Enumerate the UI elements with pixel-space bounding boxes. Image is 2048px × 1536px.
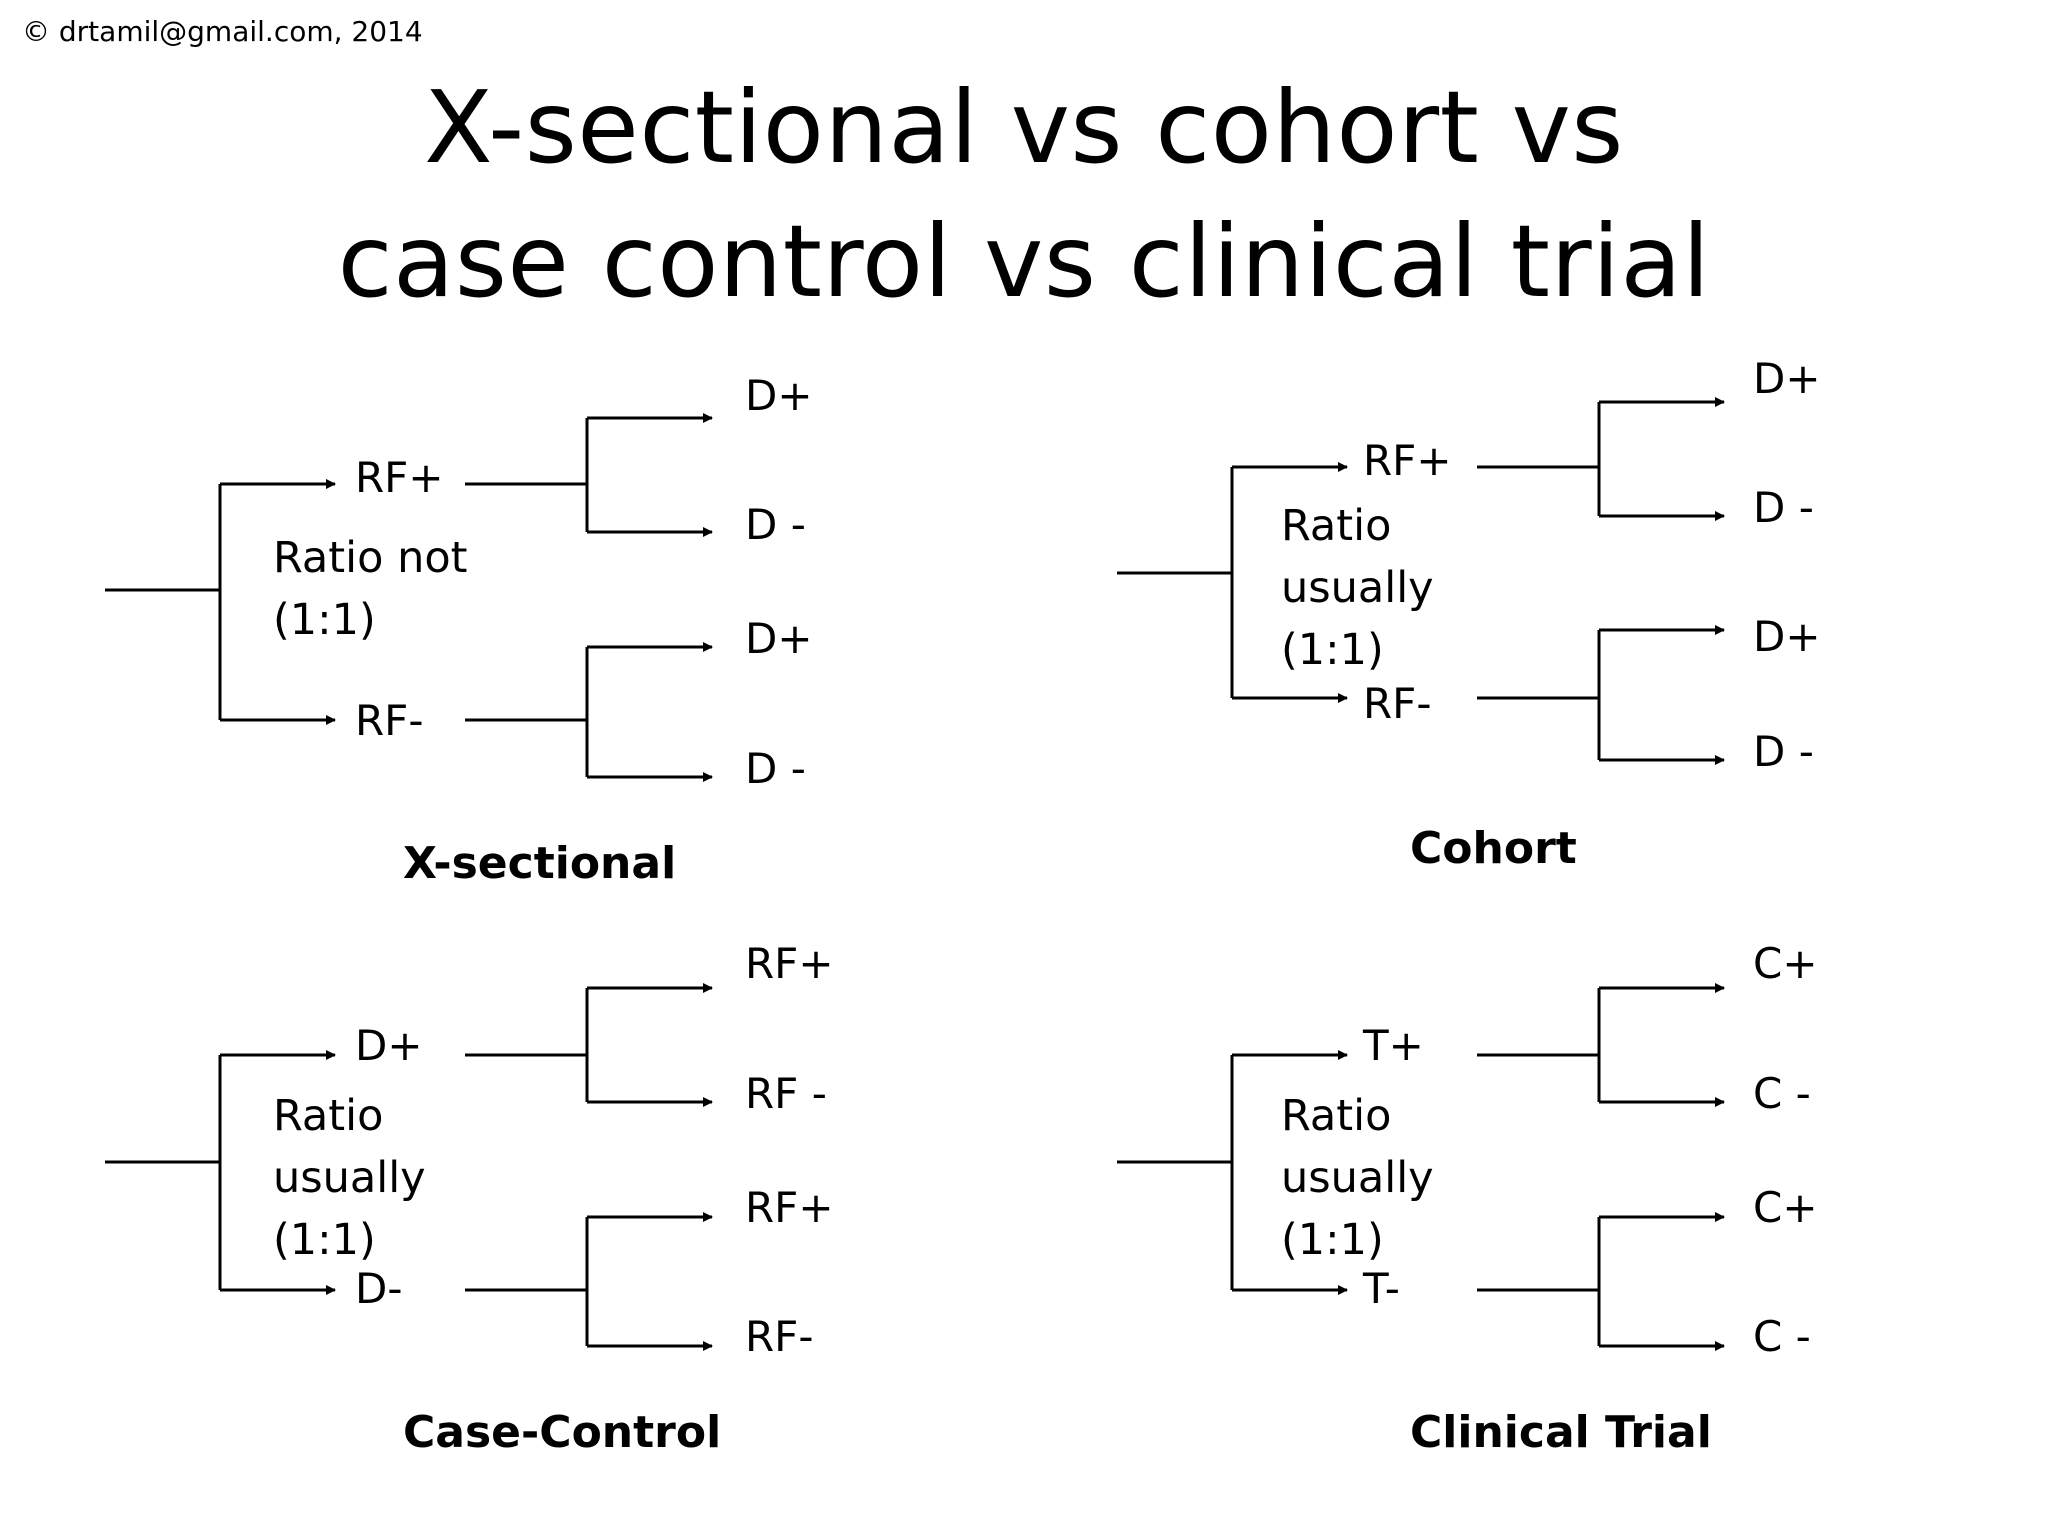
xs-outcome-2: D - (745, 500, 806, 549)
cohort-first-upper-label: RF+ (1363, 436, 1452, 485)
ct-outcome-2: C - (1753, 1069, 1811, 1118)
ct-outcome-4: C - (1753, 1312, 1811, 1361)
ct-outcome-3: C+ (1753, 1183, 1818, 1232)
cc-outcome-4: RF- (745, 1312, 814, 1361)
cohort-first-lower-label: RF- (1363, 679, 1432, 728)
cc-first-lower-label: D- (355, 1264, 403, 1313)
xs-outcome-3: D+ (745, 614, 813, 663)
slide-title-line-1: X-sectional vs cohort vs (424, 69, 1624, 186)
ct-ratio-note: Ratio usually (1:1) (1281, 1091, 1434, 1265)
xs-outcome-1: D+ (745, 371, 813, 420)
slide-title-line-2: case control vs clinical trial (337, 203, 1711, 320)
copyright-notice: © drtamil@gmail.com, 2014 (22, 15, 423, 48)
cc-first-upper-label: D+ (355, 1021, 423, 1070)
ct-caption: Clinical Trial (1410, 1407, 1712, 1458)
ct-first-upper-label: T+ (1363, 1021, 1424, 1070)
xs-ratio-note: Ratio not (1:1) (273, 533, 468, 645)
xs-outcome-4: D - (745, 744, 806, 793)
xs-first-upper-label: RF+ (355, 453, 444, 502)
cohort-outcome-3: D+ (1753, 612, 1821, 661)
cohort-ratio-note: Ratio usually (1:1) (1281, 501, 1434, 675)
cc-caption: Case-Control (403, 1407, 722, 1458)
cohort-outcome-1: D+ (1753, 354, 1821, 403)
xs-first-lower-label: RF- (355, 696, 424, 745)
ct-first-lower-label: T- (1363, 1264, 1400, 1313)
cc-ratio-note: Ratio usually (1:1) (273, 1091, 426, 1265)
xs-caption: X-sectional (403, 838, 677, 889)
cc-outcome-2: RF - (745, 1069, 827, 1118)
cc-outcome-1: RF+ (745, 939, 834, 988)
cc-outcome-3: RF+ (745, 1183, 834, 1232)
cohort-outcome-2: D - (1753, 483, 1814, 532)
cohort-caption: Cohort (1410, 823, 1577, 874)
ct-outcome-1: C+ (1753, 939, 1818, 988)
cohort-outcome-4: D - (1753, 727, 1814, 776)
